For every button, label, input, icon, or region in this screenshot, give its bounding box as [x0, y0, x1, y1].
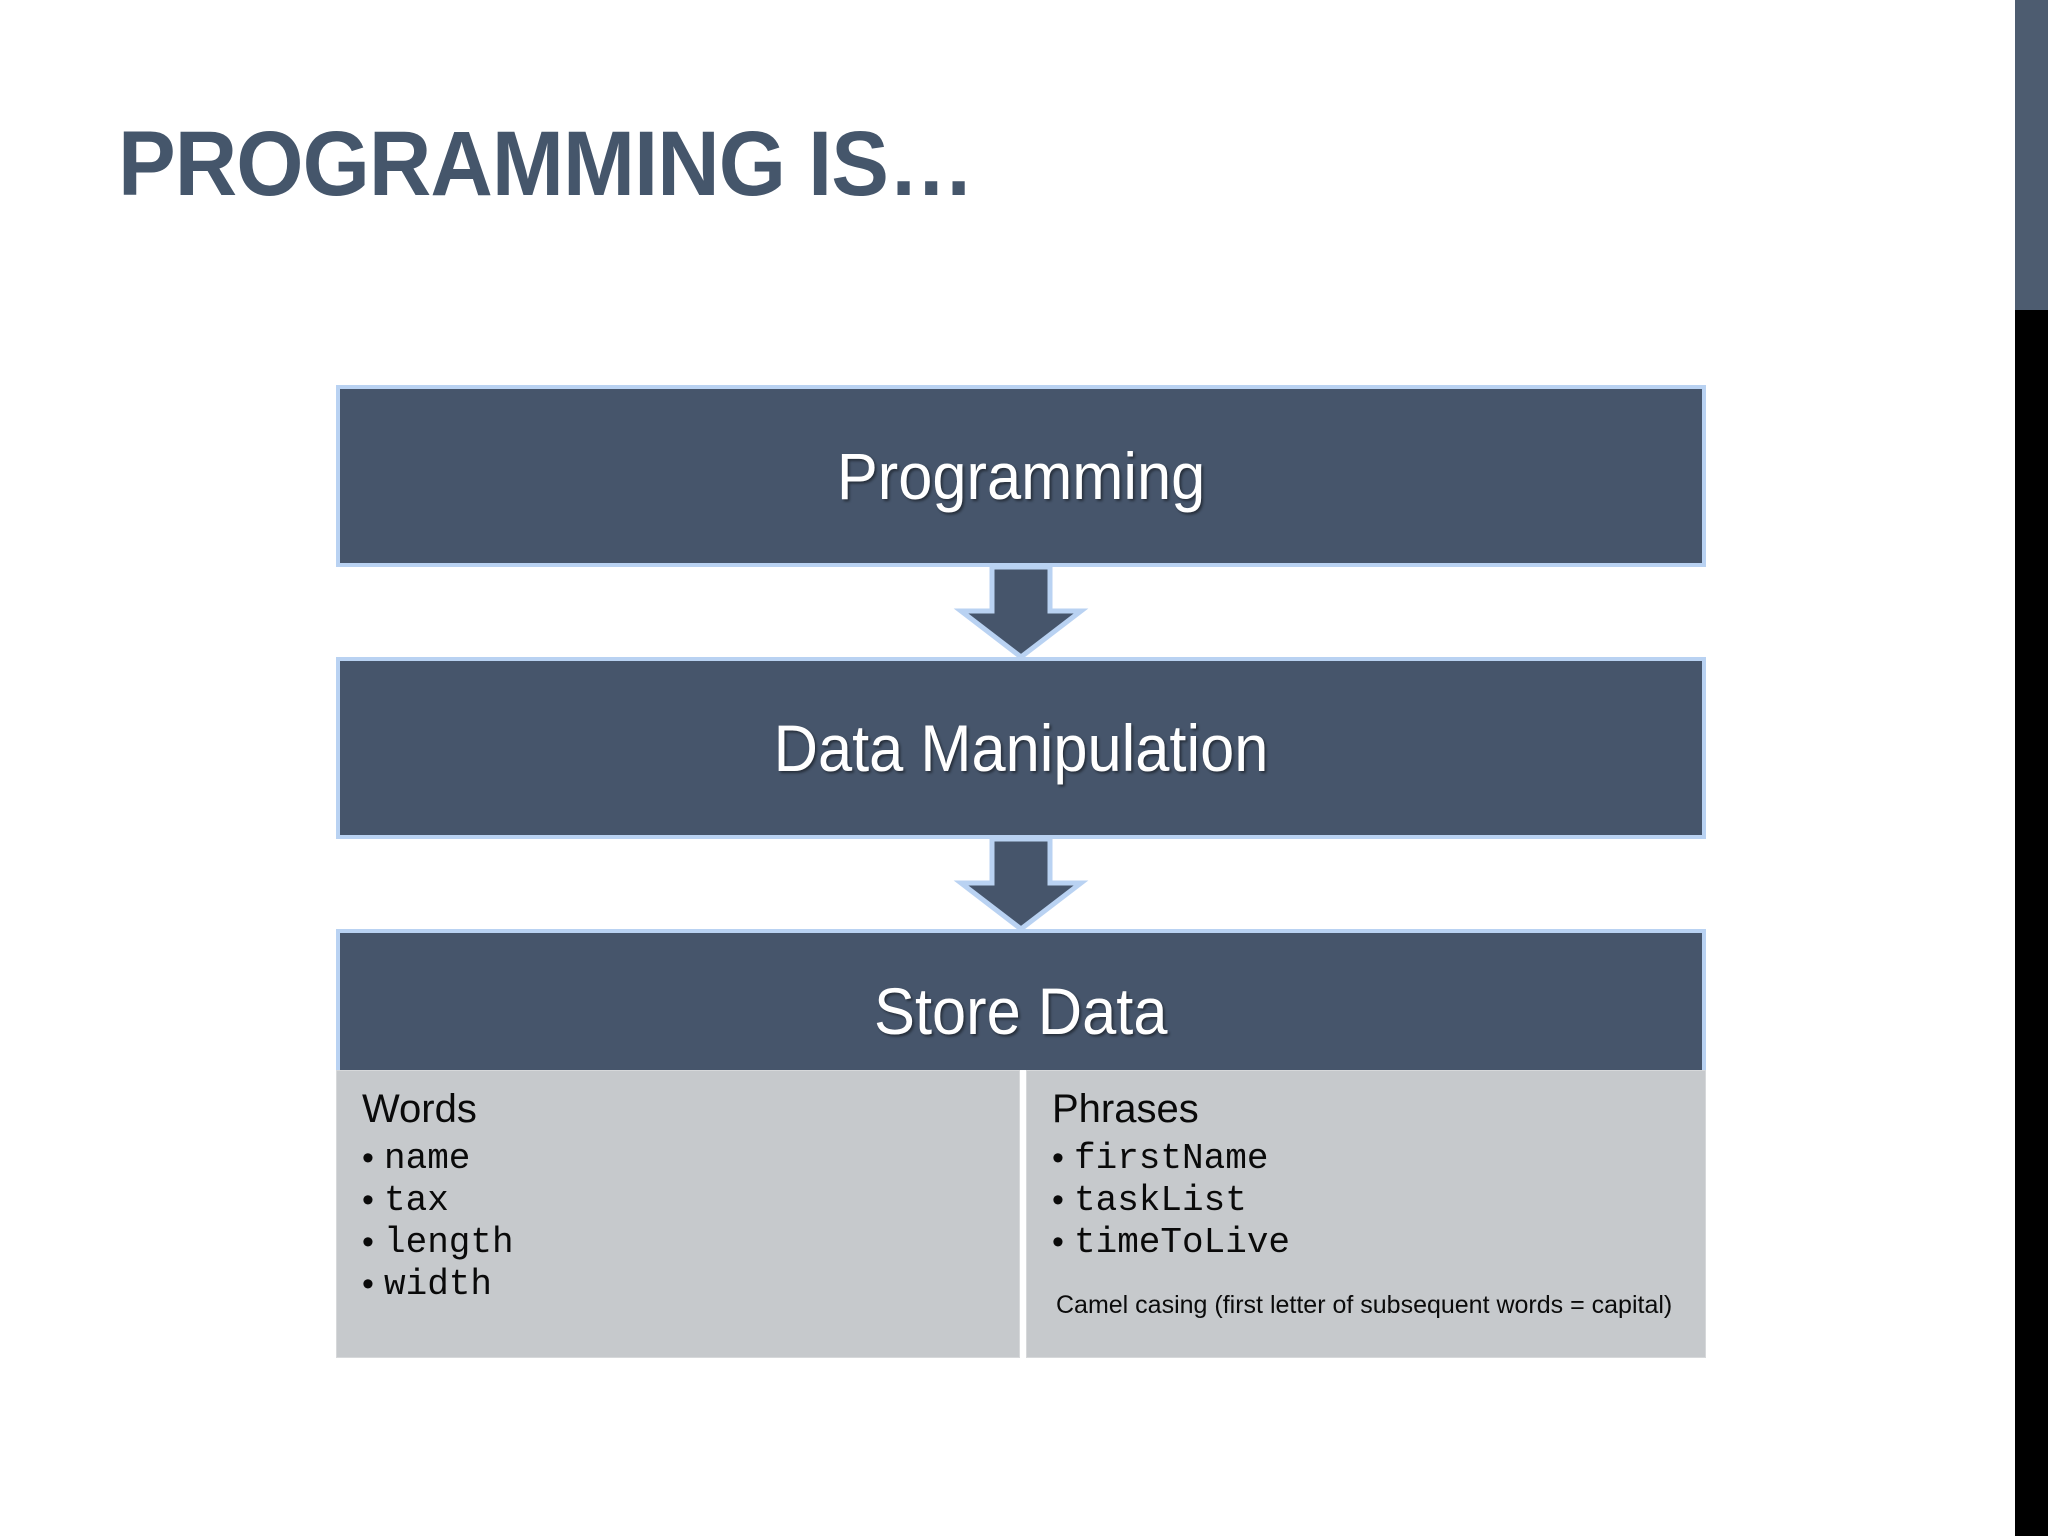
flow-box-store-data[interactable]: Store Data [336, 929, 1706, 1089]
flow-box-label: Store Data [874, 974, 1168, 1048]
table-column-phrases: Phrases firstName taskList timeToLive Ca… [1026, 1070, 1706, 1358]
arrow-down-icon [949, 839, 1093, 931]
arrow-down-icon [949, 567, 1093, 659]
list-item: timeToLive [1052, 1221, 1706, 1264]
flow-box-programming[interactable]: Programming [336, 385, 1706, 567]
table-column-words: Words name tax length width [336, 1070, 1026, 1358]
column-header-phrases: Phrases [1052, 1087, 1199, 1131]
phrases-list: firstName taskList timeToLive [1052, 1137, 1706, 1264]
list-item: taskList [1052, 1179, 1706, 1222]
edge-strip-bottom-block [2015, 310, 2048, 1536]
flow-box-data-manipulation[interactable]: Data Manipulation [336, 657, 1706, 839]
list-item: firstName [1052, 1137, 1706, 1180]
column-header-words: Words [362, 1087, 477, 1131]
list-item: width [362, 1263, 1020, 1306]
words-list: name tax length width [362, 1137, 1020, 1306]
list-item: length [362, 1221, 1020, 1264]
page-title: PROGRAMMING IS… [118, 113, 974, 215]
store-data-table: Words name tax length width Phrases firs… [336, 1070, 1706, 1358]
list-item: name [362, 1137, 1020, 1180]
right-edge-decoration [2015, 0, 2048, 1536]
list-item: tax [362, 1179, 1020, 1222]
flow-box-label: Data Manipulation [773, 711, 1269, 785]
camel-casing-note: Camel casing (first letter of subsequent… [1056, 1291, 1673, 1319]
edge-strip-top-block [2015, 0, 2048, 310]
flow-box-label: Programming [836, 439, 1206, 513]
process-flow-diagram: Programming Data Manipulation Store Data [336, 385, 1706, 1089]
